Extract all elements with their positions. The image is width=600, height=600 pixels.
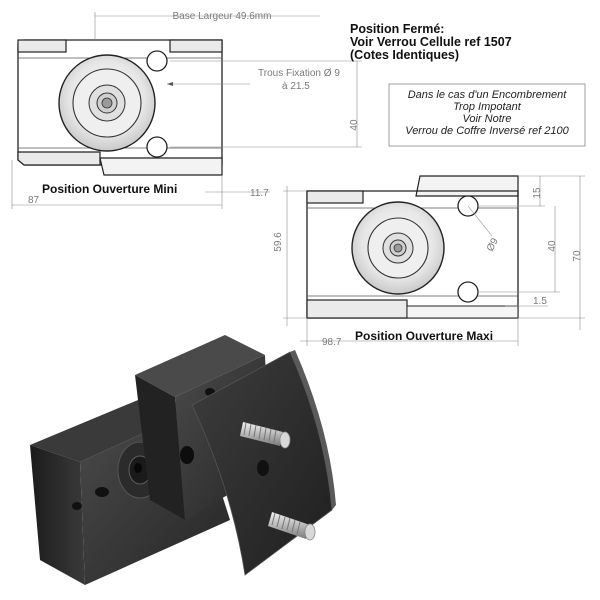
dim-hole-dia: Ø9 — [485, 236, 501, 253]
maxi-bottom-rail — [306, 299, 408, 319]
dim-11-7: 11.7 — [250, 188, 269, 199]
photo-upper-block-side — [135, 375, 185, 520]
mini-top-rail-right — [169, 39, 223, 53]
mini-hole-top — [146, 50, 168, 72]
maxi-boss-pin — [393, 243, 403, 253]
photo-lower-block-face — [30, 445, 85, 585]
maxi-top-rail — [306, 190, 364, 204]
lock-product-photo — [30, 335, 336, 585]
boxed-note-frame — [388, 83, 586, 147]
maxi-top-tab — [415, 175, 519, 197]
mini-bottom-rail — [17, 151, 101, 166]
boxed-note-line3: Voir Notre — [462, 113, 511, 125]
mini-hole-bottom — [146, 136, 168, 158]
maxi-hole-bottom — [457, 281, 479, 303]
photo-slot-hole — [72, 502, 82, 510]
photo-plate-hole — [257, 460, 269, 476]
dim-40-mini: 40 — [349, 119, 360, 131]
dim-87: 87 — [28, 195, 40, 206]
boxed-note: Dans le cas d'un Encombrement Trop Impot… — [388, 83, 586, 147]
boxed-note-line2: Trop Impotant — [453, 101, 522, 113]
dim-15: 15 — [532, 187, 543, 199]
closed-note-line2: Voir Verrou Cellule ref 1507 — [350, 35, 512, 49]
closed-position-note: Position Fermé: Voir Verrou Cellule ref … — [350, 22, 512, 62]
boxed-note-line4: Verrou de Coffre Inversé ref 2100 — [405, 125, 569, 137]
dim-98-7: 98.7 — [322, 337, 342, 348]
dim-59-6: 59.6 — [273, 232, 284, 252]
maxi-view-title: Position Ouverture Maxi — [355, 329, 493, 343]
photo-screw-top — [240, 422, 291, 449]
dim-40-maxi: 40 — [547, 240, 558, 252]
mini-top-rail — [17, 39, 67, 53]
mini-view-title: Position Ouverture Mini — [42, 182, 177, 196]
photo-pivot-pin — [134, 463, 142, 473]
holes-fixation-label: Trous Fixation Ø 9 — [258, 68, 340, 79]
dim-70: 70 — [572, 250, 583, 262]
boxed-note-line1: Dans le cas d'un Encombrement — [408, 89, 568, 101]
dim-1-5: 1.5 — [533, 296, 547, 307]
photo-plate-edge — [290, 350, 336, 510]
mini-boss-pin — [101, 97, 113, 109]
maxi-view: Ø9 15 40 70 59.6 1.5 98.7 Position Ouver… — [273, 175, 585, 348]
photo-slot-hole — [95, 487, 109, 497]
photo-screw-bottom — [268, 512, 316, 541]
leader-arrow — [167, 82, 173, 86]
photo-block-hole — [180, 446, 194, 464]
mini-bottom-tab — [99, 157, 223, 176]
dim-base-width: Base Largeur 49.6mm — [173, 11, 272, 22]
photo-upper-block-top — [135, 335, 265, 397]
leader-hole-dia — [467, 205, 493, 237]
closed-note-line3: (Cotes Identiques) — [350, 48, 459, 62]
maxi-bottom-tab — [406, 305, 519, 319]
mini-view: Base Largeur 49.6mm Trous Fixation Ø 9 à… — [11, 11, 362, 209]
holes-spacing-label: à 21.5 — [282, 81, 310, 92]
closed-note-line1: Position Fermé: — [350, 22, 444, 36]
